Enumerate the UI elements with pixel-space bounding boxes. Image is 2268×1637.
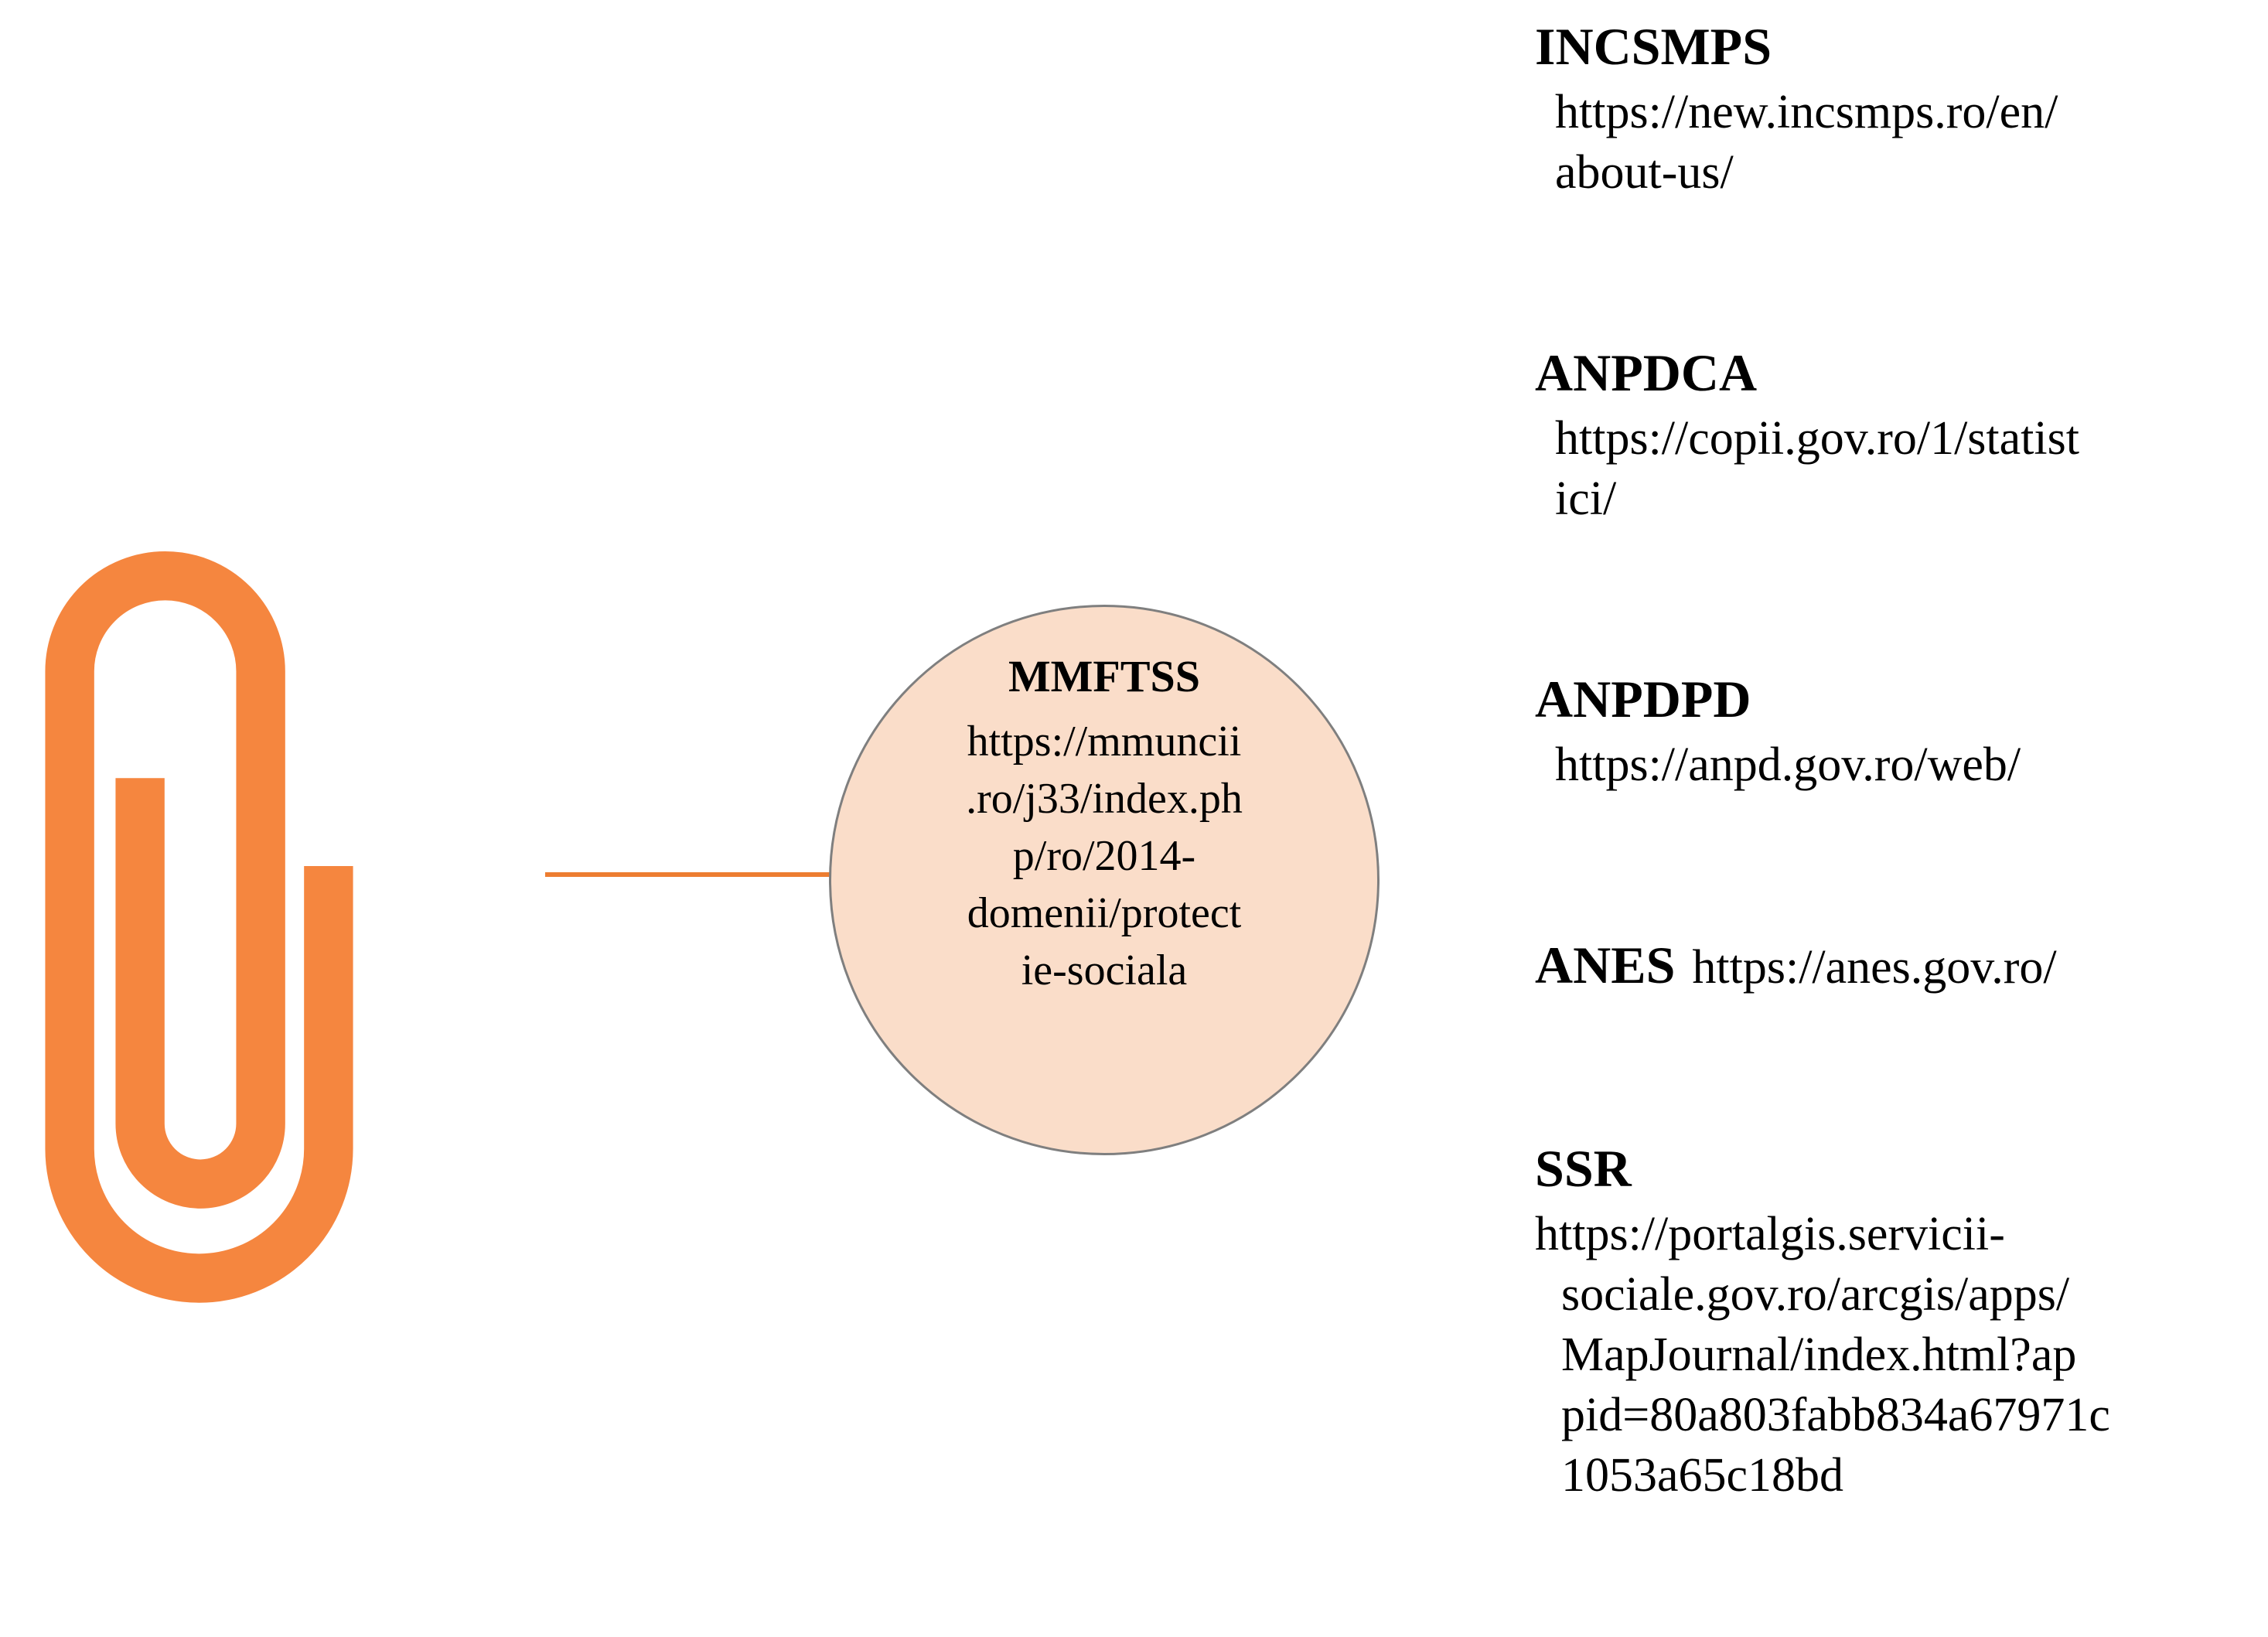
node-url-line: ie-sociala (1021, 946, 1188, 994)
source-url-line: https://copii.gov.ro/1/statist (1555, 412, 2079, 465)
source-url-line: pid=80a803fabb834a67971c (1561, 1389, 2110, 1441)
source-label: ANPDCA (1535, 343, 1758, 402)
node-url-line: p/ro/2014- (1012, 832, 1196, 880)
paperclip-icon (45, 551, 353, 1303)
source-label: INCSMPS (1535, 17, 1772, 76)
source-entry-incsmps: INCSMPS https://new.incsmps.ro/en/ about… (1535, 15, 2266, 203)
sources-list: INCSMPS https://new.incsmps.ro/en/ about… (1535, 15, 2266, 1637)
mmftss-node: MMFTSS https://mmuncii .ro/j33/index.ph … (829, 605, 1380, 1155)
node-url-line: domenii/protect (967, 889, 1242, 937)
paperclip-shape (45, 551, 353, 1303)
source-entry-ssr: SSR https://portalgis.servicii- sociale.… (1535, 1137, 2266, 1506)
node-label: MMFTSS (1008, 651, 1201, 701)
source-label: ANES (1535, 936, 1676, 994)
source-url: https://anpd.gov.ro/web/ (1535, 735, 2266, 795)
source-url-line: https://portalgis.servicii- (1535, 1208, 2005, 1260)
source-url: https://new.incsmps.ro/en/ about-us/ (1535, 82, 2266, 203)
source-url-line: 1053a65c18bd (1561, 1449, 1844, 1502)
source-url-line: https://anpd.gov.ro/web/ (1555, 738, 2021, 791)
source-url: https://portalgis.servicii- sociale.gov.… (1535, 1204, 2266, 1506)
source-label: SSR (1535, 1139, 1632, 1198)
source-url: https://copii.gov.ro/1/statist ici/ (1535, 408, 2266, 529)
source-entry-anpdca: ANPDCA https://copii.gov.ro/1/statist ic… (1535, 342, 2266, 529)
source-entry-anes: ANES https://anes.gov.ro/ (1535, 934, 2266, 998)
source-url-line: MapJournal/index.html?ap (1561, 1328, 2077, 1381)
source-url-line: https://new.incsmps.ro/en/ (1555, 86, 2058, 138)
source-url-line: sociale.gov.ro/arcgis/apps/ (1561, 1268, 2070, 1321)
connector-line (545, 872, 833, 877)
source-label: ANPDPD (1535, 670, 1751, 728)
source-url-line: https://anes.gov.ro/ (1692, 941, 2057, 994)
source-entry-anpdpd: ANPDPD https://anpd.gov.ro/web/ (1535, 668, 2266, 795)
source-url-line: about-us/ (1555, 146, 1734, 199)
source-url-line: ici/ (1555, 472, 1617, 525)
node-url-line: .ro/j33/index.ph (966, 775, 1243, 823)
node-url-line: https://mmuncii (967, 718, 1242, 766)
node-url: https://mmuncii .ro/j33/index.ph p/ro/20… (966, 713, 1243, 999)
